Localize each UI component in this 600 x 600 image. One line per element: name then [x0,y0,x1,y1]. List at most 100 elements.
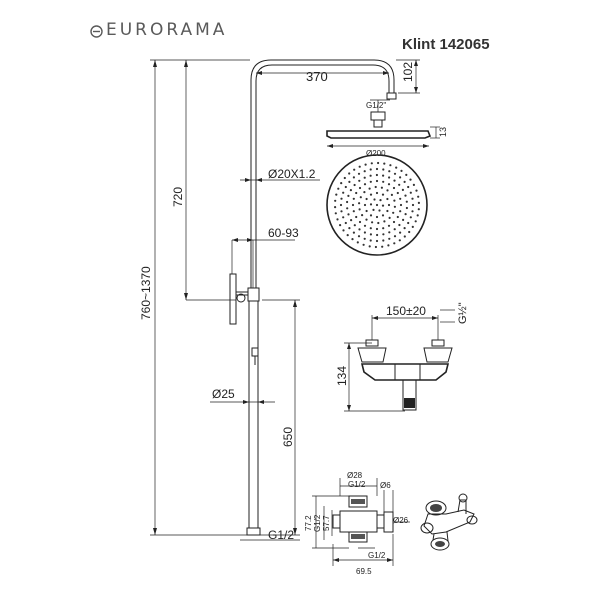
nozzle-dot [352,210,355,213]
nozzle-dot [334,199,337,202]
label-diverter-left-1: 77.2 [304,515,313,531]
nozzle-dot [382,180,385,183]
nozzle-dot [348,180,351,183]
nozzle-dot [347,213,350,216]
nozzle-dot [393,228,396,231]
nozzle-dot [342,216,345,219]
nozzle-dot [373,198,376,201]
nozzle-dot [381,245,384,248]
nozzle-dot [417,201,420,204]
nozzle-dot [393,199,396,202]
nozzle-dot [363,237,366,240]
nozzle-dot [382,227,385,230]
nozzle-dot [374,245,377,249]
nozzle-dot [403,227,406,230]
label-rod-diameter: Ø25 [212,387,235,401]
nozzle-dot [395,166,398,169]
nozzle-dot [388,237,391,240]
nozzle-dot [346,207,349,210]
nozzle-dot [398,183,401,186]
nozzle-dot [405,206,408,210]
nozzle-dot [334,206,337,209]
nozzle-dot [369,214,373,217]
nozzle-dot [344,221,347,225]
nozzle-dot [380,186,383,189]
nozzle-dot [372,208,375,211]
label-total-height: 760~1370 [139,266,153,320]
nozzle-dot [351,238,354,241]
nozzle-dot [363,203,367,207]
nozzle-dot [369,180,372,183]
label-wall-distance: 60-93 [268,226,299,240]
nozzle-dot [358,202,361,205]
nozzle-dot [399,203,403,207]
nozzle-dot [377,161,380,165]
nozzle-dot [369,203,373,206]
nozzle-dot [375,167,379,171]
nozzle-dot [399,176,402,179]
nozzle-dot [381,193,385,196]
nozzle-dot [386,189,389,192]
label-pipe: Ø20X1.2 [268,167,316,181]
nozzle-dot [342,191,345,194]
nozzle-dot [336,218,339,221]
nozzle-dot [407,221,410,225]
label-mixer-height: 134 [335,366,349,386]
nozzle-dot [402,218,405,221]
nozzle-dot [352,197,355,200]
nozzle-dot [393,235,397,238]
nozzle-dot [363,231,366,234]
nozzle-dot [365,218,368,221]
nozzle-dot [375,215,379,219]
label-lower-height: 650 [281,427,295,447]
nozzle-dot [398,239,401,242]
nozzle-dot [387,244,390,247]
nozzle-dot [381,214,385,217]
nozzle-dot [358,220,362,224]
nozzle-dot [362,243,365,246]
nozzle-dot [339,203,343,207]
nozzle-dot [409,178,412,181]
diverter-valve-icon [312,478,410,566]
nozzle-dot [369,193,373,196]
nozzle-dot [417,195,420,198]
nozzle-dot [369,233,372,236]
nozzle-dot [335,193,338,196]
nozzle-dot [399,231,402,234]
nozzle-dot [393,179,396,182]
nozzle-dot [365,209,368,213]
label-diverter-width: 69.5 [356,567,372,576]
nozzle-dot [403,180,406,183]
nozzle-dot [369,239,372,242]
nozzle-dot [378,209,381,212]
nozzle-dot [411,197,414,200]
nozzle-dot [337,187,340,190]
nozzle-dot [357,235,361,238]
nozzle-dot [415,189,418,192]
nozzle-dot [346,234,349,237]
nozzle-dot [400,169,403,172]
nozzle-dot [375,191,379,195]
nozzle-dot [351,203,355,207]
nozzle-dot [381,204,385,207]
label-diverter-left-2: G1/2 [313,514,322,532]
nozzle-dot [368,187,371,190]
nozzle-dot [403,235,406,238]
nozzle-dot [375,203,379,207]
label-bottom-thread: G1/2 [268,528,294,542]
shower-column [229,59,397,536]
nozzle-dot [411,225,414,228]
nozzle-dot [387,203,391,207]
nozzle-dot [349,189,352,192]
eurorama-logo-icon [90,23,103,43]
nozzle-dot [383,220,386,223]
nozzle-dot [352,176,355,179]
nozzle-dot [392,220,396,224]
nozzle-dot [390,193,393,196]
nozzle-dot [393,205,396,208]
nozzle-dot [414,220,417,223]
nozzle-dot [382,168,385,171]
nozzle-dot [348,227,351,230]
nozzle-dot [352,231,355,234]
